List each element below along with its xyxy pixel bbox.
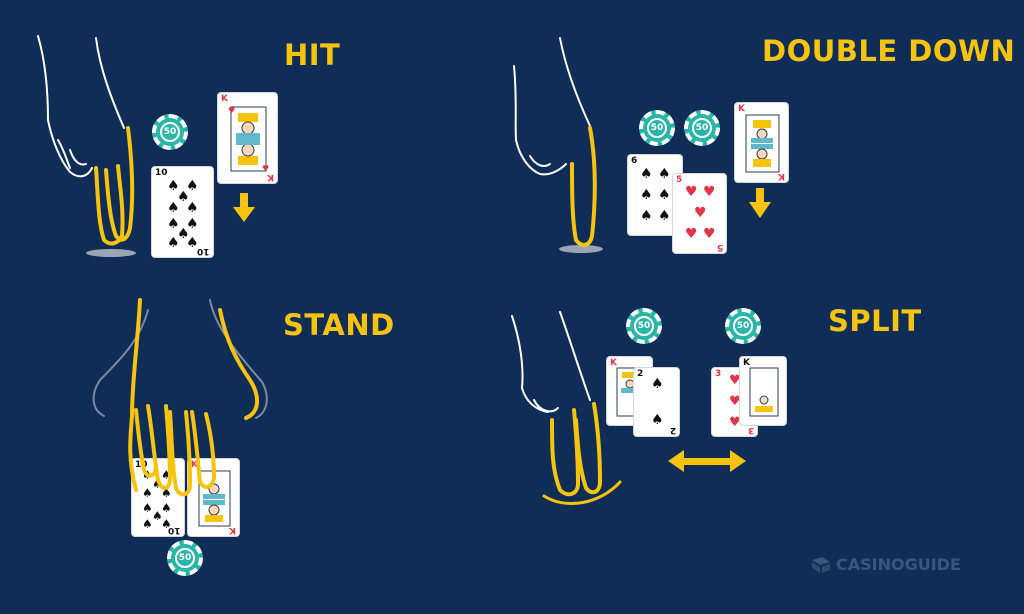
chip-value: 50 — [160, 122, 180, 142]
chip-dd-1: 50 — [639, 110, 675, 146]
chip-stand: 50 — [167, 540, 203, 576]
card-dd-king-hearts: K K — [734, 102, 789, 183]
chip-value: 50 — [647, 118, 667, 138]
double-arrow-horizontal-icon — [668, 450, 746, 472]
double-down-label: DOUBLE DOWN — [762, 34, 1016, 68]
card-rank: 5 — [676, 175, 683, 185]
card-rank: K — [610, 358, 617, 368]
chip-value: 50 — [733, 316, 753, 336]
card-hit-ten-spades: 10 10 ♠ ♠ ♠ ♠ ♠ ♠ ♠ ♠ ♠ ♠ — [151, 166, 214, 258]
split-hand-icon — [511, 311, 622, 505]
king-face-icon — [749, 367, 779, 417]
card-rank: K — [743, 358, 750, 368]
chip-value: 50 — [175, 548, 195, 568]
card-rank: K — [191, 460, 198, 470]
split-label: SPLIT — [828, 304, 922, 338]
brand-watermark: CASINOGUIDE — [810, 555, 961, 574]
card-rank: 2 — [637, 369, 644, 379]
card-rank: 3 — [715, 369, 722, 379]
card-dd-five-hearts: 5 5 ♥ ♥ ♥ ♥ ♥ — [672, 173, 727, 254]
chip-value: 50 — [634, 316, 654, 336]
stand-hand-icon — [92, 298, 268, 497]
card-rank: K — [738, 104, 745, 114]
chip-split-right: 50 — [725, 308, 761, 344]
casinoguide-logo-icon — [812, 556, 830, 573]
arrow-down-icon — [233, 193, 255, 222]
chip-dd-2: 50 — [684, 110, 720, 146]
svg-text:♥: ♥ — [228, 106, 235, 115]
card-split-two-spades: 2 2 ♠ ♠ — [633, 367, 680, 437]
card-rank: 6 — [631, 156, 638, 166]
card-hit-king-hearts: K K ♥ ♥ — [217, 92, 278, 184]
king-face-icon — [745, 114, 780, 173]
chip-value: 50 — [692, 118, 712, 138]
svg-text:♥: ♥ — [262, 164, 269, 173]
chip-hit: 50 — [152, 114, 188, 150]
double-down-hand-icon — [513, 37, 603, 253]
brand-name: CASINOGUIDE — [836, 555, 961, 574]
card-split-king-right: K — [739, 356, 787, 426]
chip-split-left: 50 — [626, 308, 662, 344]
king-face-icon: ♥ ♥ — [228, 106, 269, 173]
hit-label: HIT — [284, 38, 341, 72]
card-rank: 10 — [155, 168, 168, 178]
hit-hand-icon — [37, 35, 136, 257]
stand-label: STAND — [283, 308, 395, 342]
arrow-down-icon — [749, 188, 771, 218]
card-rank: K — [221, 94, 228, 104]
